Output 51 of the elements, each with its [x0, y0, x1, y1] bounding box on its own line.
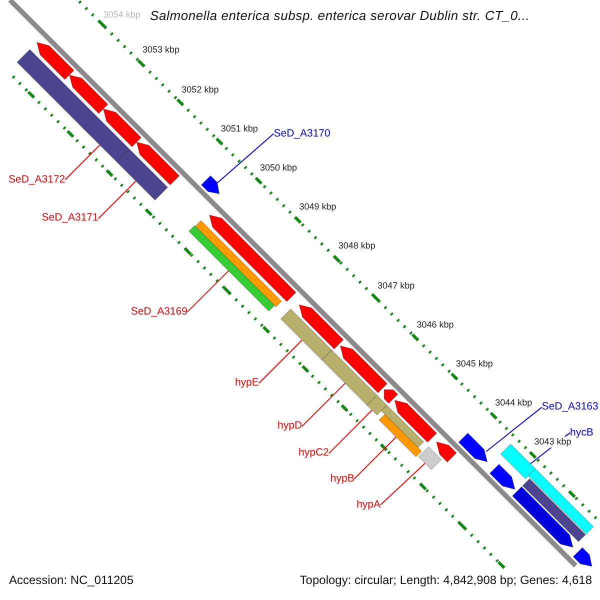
leader-line — [64, 144, 100, 180]
gene-feature — [280, 304, 344, 360]
leader-line — [302, 382, 346, 427]
scale-label: 3048 kbp — [338, 240, 376, 252]
gene-label: SeD_A3171 — [42, 212, 98, 225]
gene-feature — [321, 345, 388, 406]
gene-label: SeD_A3170 — [274, 127, 330, 140]
gene-feature — [83, 108, 142, 162]
gene-feature — [512, 468, 594, 548]
leader-line — [98, 180, 136, 219]
scale-label: 3046 kbp — [416, 319, 454, 330]
gene-feature — [366, 389, 398, 416]
gene-feature — [378, 400, 438, 458]
gene-label: hypC2 — [298, 446, 329, 460]
scale-label: 3052 kbp — [182, 84, 219, 96]
leader-line — [187, 270, 229, 312]
gene-label: hypB — [330, 472, 354, 485]
gene-feature — [458, 432, 488, 462]
gene-label: SeD_A3172 — [8, 173, 66, 186]
leader-line — [217, 133, 274, 184]
gene-feature — [572, 547, 592, 567]
gene-feature — [489, 444, 536, 490]
leader-line — [328, 410, 372, 454]
leader-line — [380, 462, 426, 506]
scale-label: 3049 kbp — [299, 202, 336, 213]
gene-label: SeD_A3169 — [130, 306, 188, 318]
accession-label: Accession: NC_011205 — [9, 573, 134, 588]
scale-label: 3050 kbp — [260, 162, 298, 174]
gene-feature — [49, 74, 108, 130]
scale-label: 3051 kbp — [220, 123, 258, 134]
gene-label: hypE — [234, 376, 259, 390]
genome-stats: Topology: circular; Length: 4,842,908 bp; Genes: 4,618 — [300, 573, 592, 588]
gene-feature — [188, 214, 296, 312]
scale-label: 3043 kbp — [534, 436, 572, 448]
gene-feature — [418, 441, 457, 470]
leader-line — [486, 406, 542, 452]
scale-label: 3045 kbp — [456, 358, 493, 370]
scale-label: 3053 kbp — [142, 45, 180, 56]
gene-feature — [200, 175, 220, 194]
gene-feature — [116, 142, 180, 201]
scale-label: 3044 kbp — [495, 398, 532, 408]
gene-label: hypD — [278, 420, 302, 433]
gene-label: hypA — [356, 498, 381, 512]
scale-label: 3054 kbp — [103, 10, 140, 21]
leader-line — [354, 436, 397, 480]
gene-feature — [16, 42, 74, 96]
leader-line — [258, 340, 302, 384]
map-title: Salmonella enterica subsp. enterica serovar Dublin str. CT_0... — [150, 8, 530, 24]
gene-label: SeD_A3163 — [542, 400, 598, 414]
scale-label: 3047 kbp — [378, 280, 415, 291]
gene-label: hycB — [570, 426, 594, 440]
